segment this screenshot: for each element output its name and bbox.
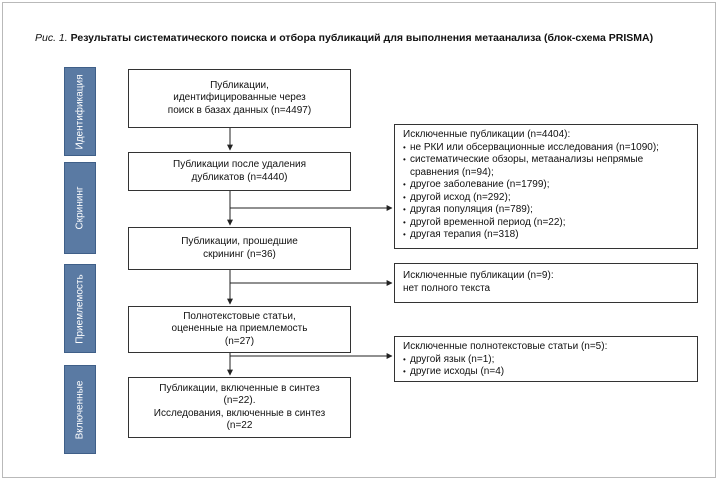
excluded-screening-item: другое заболевание (n=1799); — [403, 179, 689, 192]
excluded-screening-list: не РКИ или обсервационные исследования (… — [403, 142, 689, 242]
stage-screening: Скрининг — [64, 162, 96, 254]
box-full-text: Полнотекстовые статьи, оцененные на прие… — [128, 306, 351, 353]
excluded-screening-title: Исключенные публикации (n=4404): — [403, 129, 571, 140]
box-after-duplicates: Публикации после удаления дубликатов (n=… — [128, 152, 351, 191]
excluded-screening-item: другая популяция (n=789); — [403, 204, 689, 217]
excluded-fulltext-title: Исключенные полнотекстовые статьи (n=5): — [403, 341, 608, 352]
box-identified: Публикации, идентифицированные через пои… — [128, 69, 351, 128]
box-full-text-text: Полнотекстовые статьи, оцененные на прие… — [171, 310, 308, 347]
box-identified-text: Публикации, идентифицированные через пои… — [167, 79, 312, 116]
box-excluded-fulltext: Исключенные полнотекстовые статьи (n=5):… — [394, 336, 698, 382]
box-included: Публикации, включенные в синтез (n=22). … — [128, 377, 351, 438]
caption-label: Рис. 1. — [35, 32, 68, 44]
caption-title: Результаты систематического поиска и отб… — [70, 32, 654, 44]
excluded-fulltext-item: другой язык (n=1); — [403, 354, 689, 367]
excluded-fulltext-list: другой язык (n=1); другие исходы (n=4) — [403, 354, 689, 379]
box-after-duplicates-text: Публикации после удаления дубликатов (n=… — [173, 159, 306, 183]
figure-caption: Рис. 1. Результаты систематического поис… — [35, 32, 653, 44]
box-included-text: Публикации, включенные в синтез (n=22). … — [153, 382, 326, 432]
excluded-fulltext-item: другие исходы (n=4) — [403, 366, 689, 379]
excluded-screening-item: не РКИ или обсервационные исследования (… — [403, 142, 689, 155]
stage-included: Включенные — [64, 365, 96, 454]
figure-frame — [2, 2, 716, 478]
excluded-screening-item: систематические обзоры, метаанализы непр… — [403, 154, 689, 179]
box-screened: Публикации, прошедшие скрининг (n=36) — [128, 227, 351, 270]
box-screened-text: Публикации, прошедшие скрининг (n=36) — [181, 236, 298, 260]
box-excluded-screening: Исключенные публикации (n=4404): не РКИ … — [394, 124, 698, 249]
excluded-screening-item: другой временной период (n=22); — [403, 217, 689, 230]
stage-identification: Идентификация — [64, 67, 96, 156]
excluded-no-fulltext-text: Исключенные публикации (n=9): нет полног… — [403, 270, 554, 294]
excluded-screening-item: другая терапия (n=318) — [403, 229, 689, 242]
stage-eligibility: Приемлемость — [64, 264, 96, 353]
box-excluded-no-fulltext: Исключенные публикации (n=9): нет полног… — [394, 263, 698, 303]
excluded-screening-item: другой исход (n=292); — [403, 192, 689, 205]
